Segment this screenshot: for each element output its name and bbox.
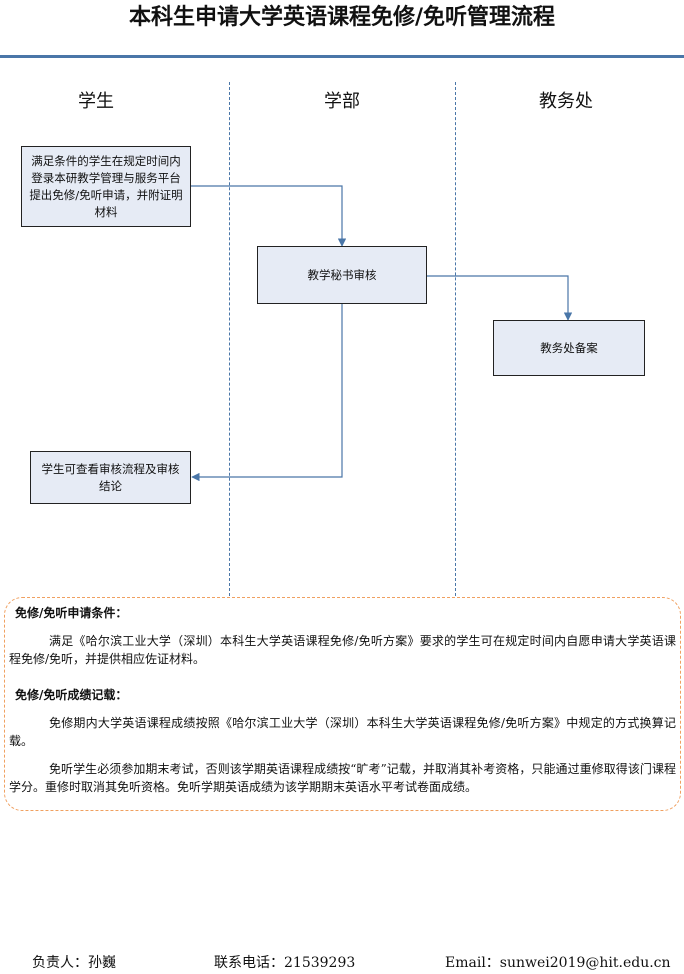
footer-email: Email：sunwei2019@hit.edu.cn [445, 955, 671, 971]
lane-header-student: 学生 [78, 91, 114, 112]
arrow-review-to-record [427, 275, 573, 321]
conditions-text: 满足《哈尔滨工业大学（深圳）本科生大学英语课程免修/免听方案》要求的学生可在规定… [9, 634, 676, 666]
box-secretary-review-text: 教学秘书审核 [307, 267, 377, 282]
title-rule [0, 55, 684, 58]
grading-text-1: 免修期内大学英语课程成绩按照《哈尔滨工业大学（深圳）本科生大学英语课程免修/免听… [9, 716, 676, 748]
box-student-apply: 满足条件的学生在规定时间内登录本研教学管理与服务平台提出免修/免听申请，并附证明… [21, 146, 191, 227]
box-student-apply-text: 满足条件的学生在规定时间内登录本研教学管理与服务平台提出免修/免听申请，并附证明… [29, 153, 183, 219]
lane-header-academic-office: 教务处 [539, 91, 593, 112]
lane-divider-2 [455, 82, 456, 596]
footer-person: 负责人：孙巍 [32, 955, 116, 971]
box-student-check-text: 学生可查看审核流程及审核结论 [41, 461, 180, 493]
arrow-review-to-result [191, 304, 343, 482]
lane-header-department: 学部 [324, 91, 360, 112]
lane-divider-1 [229, 82, 230, 596]
box-secretary-review: 教学秘书审核 [257, 246, 427, 304]
page-title: 本科生申请大学英语课程免修/免听管理流程 [128, 5, 556, 30]
conditions-heading: 免修/免听申请条件： [15, 606, 128, 620]
notes-panel: 免修/免听申请条件： 满足《哈尔滨工业大学（深圳）本科生大学英语课程免修/免听方… [4, 597, 681, 811]
footer-phone: 联系电话：21539293 [214, 955, 356, 971]
box-office-record-text: 教务处备案 [540, 340, 598, 355]
box-office-record: 教务处备案 [493, 320, 645, 376]
grading-heading: 免修/免听成绩记载： [15, 688, 128, 702]
box-student-check: 学生可查看审核流程及审核结论 [30, 451, 191, 504]
grading-text-2: 免听学生必须参加期末考试，否则该学期英语课程成绩按“旷考”记载，并取消其补考资格… [9, 762, 676, 794]
arrow-apply-to-review [190, 185, 347, 247]
